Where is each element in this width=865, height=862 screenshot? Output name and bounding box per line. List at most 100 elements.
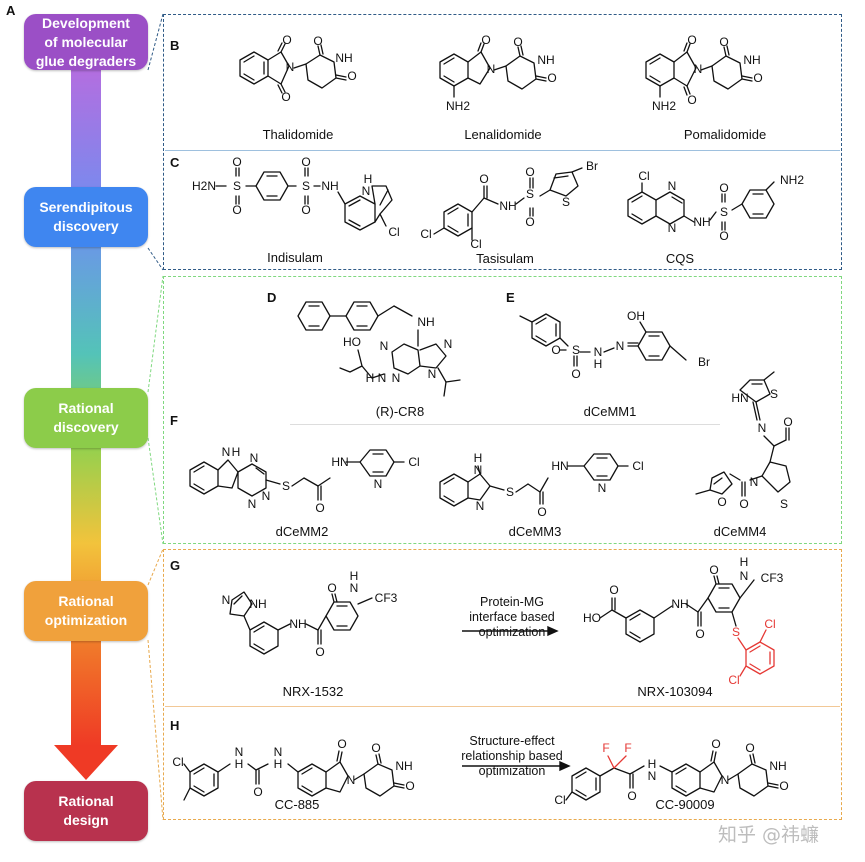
atom-label: NH [321, 179, 338, 193]
atom-label: N [750, 475, 759, 489]
atom-label: H [235, 757, 244, 771]
compound-cc-90009: CC-90009 [655, 797, 715, 812]
atom-label: S [302, 179, 310, 193]
atom-label: F [602, 741, 609, 755]
divider-def [290, 424, 720, 425]
atom-label: H [350, 569, 359, 583]
panel-letter-b: B [170, 38, 180, 53]
atom-label: NH [249, 597, 266, 611]
compound-tasisulam: Tasisulam [476, 251, 534, 266]
atom-label: O [779, 779, 788, 793]
atom-label: N [668, 179, 677, 193]
atom-label: HO [583, 611, 601, 625]
structure-dcemm2 [189, 449, 405, 501]
divider-bc [165, 150, 840, 151]
panel-letter-f: F [170, 413, 178, 428]
atom-label: O [547, 71, 556, 85]
divider-gh [165, 706, 840, 707]
atom-label: O [687, 93, 696, 107]
figure-label: A [6, 3, 16, 18]
stage-development: Development of molecular glue degraders [24, 14, 148, 70]
atom-label: N [378, 371, 387, 385]
compound-dcemm2: dCeMM2 [275, 524, 329, 539]
atom-label: HN [551, 459, 568, 473]
panel-letter-h: H [170, 718, 180, 733]
compound-indisulam: Indisulam [267, 250, 323, 265]
compound-lenalidomide: Lenalidomide [464, 127, 542, 142]
atom-label: S [506, 485, 514, 499]
atom-label: S [770, 387, 778, 401]
atom-label: Br [698, 355, 710, 369]
atom-label: N [380, 339, 389, 353]
atom-label: Cl [764, 617, 775, 631]
atom-label: Cl [388, 225, 399, 239]
atom-label: N [262, 489, 271, 503]
atom-label: NH [537, 53, 554, 67]
atom-label: NH [693, 215, 710, 229]
atom-label: Cl [470, 237, 481, 251]
atom-label: N [250, 451, 259, 465]
atom-label: N [444, 337, 453, 351]
atom-label: NH [335, 51, 352, 65]
compound-nrx-1532: NRX-1532 [282, 684, 344, 699]
atom-label: O [739, 497, 748, 511]
atom-label: N [758, 421, 767, 435]
atom-label: O [301, 203, 310, 217]
atom-label: Cl [172, 755, 183, 769]
compound-nrx-103094: NRX-103094 [637, 684, 713, 699]
atom-label: O [315, 645, 324, 659]
atom-label: N [476, 499, 485, 513]
atom-label: NH [769, 759, 786, 773]
atom-label: O [627, 789, 636, 803]
structure-nrx-1532 [229, 591, 373, 655]
structure-cc-90009 [565, 750, 779, 801]
atom-label: O [783, 415, 792, 429]
atom-label: O [525, 215, 534, 229]
atom-label: S [526, 187, 534, 201]
atom-label: NH2 [652, 99, 676, 113]
atom-label: N [487, 62, 496, 76]
stage-serendipitous-discovery: Serendipitous discovery [24, 187, 148, 247]
panel-letter-e: E [506, 290, 515, 305]
atom-label: H [364, 172, 373, 186]
atom-label: N [668, 221, 677, 235]
atom-label: H [232, 445, 241, 459]
atom-label: N [648, 769, 657, 783]
structure-tasisulam [433, 167, 583, 241]
compound-dcemm3: dCeMM3 [508, 524, 562, 539]
panel-letter-g: G [170, 558, 181, 573]
atom-label: O [232, 203, 241, 217]
frame-rational-optimization [163, 549, 842, 820]
structure-nrx-103094 [599, 575, 755, 643]
atom-label: HN [731, 391, 748, 405]
atom-label: O [753, 71, 762, 85]
atom-label: OH [627, 309, 645, 323]
atom-label: N [721, 773, 730, 787]
atom-label: Br [586, 159, 598, 173]
atom-label: Cl [632, 459, 643, 473]
atom-label: O [711, 737, 720, 751]
atom-label: NH [289, 617, 306, 631]
atom-label: O [282, 33, 291, 47]
atom-label: O [513, 35, 522, 49]
structure-dcemm4 [695, 371, 791, 497]
atom-label: O [745, 741, 754, 755]
atom-label: NH [499, 199, 516, 213]
atom-label: N [235, 745, 244, 759]
atom-label: N [350, 581, 359, 595]
atom-label: Cl [408, 455, 419, 469]
watermark: 知乎 @祎蠊 [718, 824, 820, 846]
structure-cqs [627, 181, 775, 231]
atom-label: HO [343, 335, 361, 349]
stage-rational-discovery: Rational discovery [24, 388, 148, 448]
atom-label: Cl [728, 673, 739, 687]
structure-dcemm3 [439, 453, 629, 507]
atom-label: S [720, 205, 728, 219]
atom-label: NH [743, 53, 760, 67]
atom-label: O [232, 155, 241, 169]
atom-label: O [709, 563, 718, 577]
atom-label: N [347, 773, 356, 787]
atom-label: O [327, 581, 336, 595]
stage-rational-optimization: Rational optimization [24, 581, 148, 641]
structure-indisulam [215, 167, 393, 231]
